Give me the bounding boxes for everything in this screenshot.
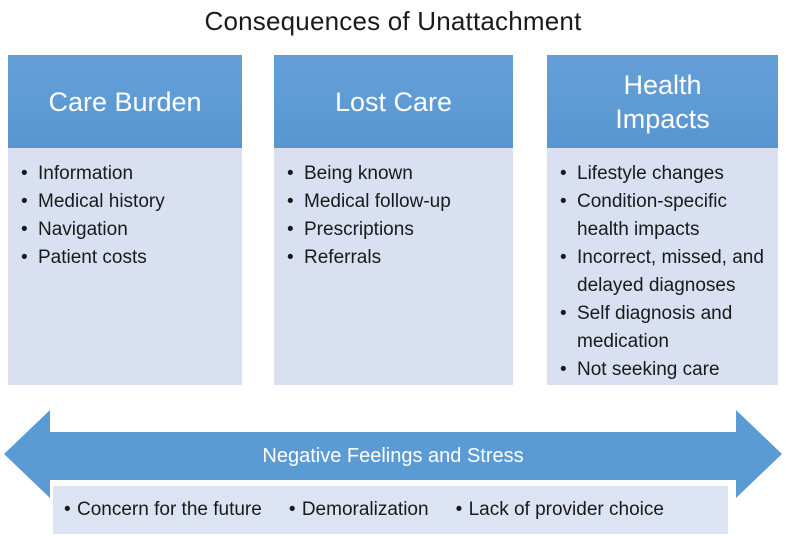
column-header-lost-care: Lost Care [274, 55, 513, 148]
list-item: Prescriptions [287, 216, 505, 244]
arrow-label: Negative Feelings and Stress [262, 444, 524, 467]
list-item: Information [21, 160, 234, 188]
footer-list-item: Concern for the future [64, 499, 262, 521]
list-item: Referrals [287, 244, 505, 272]
care-burden-list: InformationMedical historyNavigationPati… [21, 160, 234, 272]
list-item: Medical follow-up [287, 188, 505, 216]
list-item: Patient costs [21, 244, 234, 272]
page-title: Consequences of Unattachment [204, 6, 582, 36]
list-item: Self diagnosis and medication [560, 300, 770, 356]
column-body-health-impacts: Lifestyle changesCondition-specific heal… [547, 148, 778, 385]
column-header-health-impacts: Health Impacts [547, 55, 778, 148]
list-item: Medical history [21, 188, 234, 216]
column-body-care-burden: InformationMedical historyNavigationPati… [8, 148, 242, 385]
column-body-lost-care: Being knownMedical follow-upPrescription… [274, 148, 513, 385]
list-item: Condition-specific health impacts [560, 188, 770, 244]
footer-box: Concern for the future Demoralization Lack… [53, 486, 728, 534]
list-item: Incorrect, missed, and delayed diagnoses [560, 244, 770, 300]
double-arrow-icon [4, 410, 782, 498]
list-item: Being known [287, 160, 505, 188]
list-item: Navigation [21, 216, 234, 244]
column-header-care-burden: Care Burden [8, 55, 242, 148]
column-lost-care: Lost Care Being knownMedical follow-upPr… [274, 55, 513, 385]
lost-care-list: Being knownMedical follow-upPrescription… [287, 160, 505, 272]
list-item: Not seeking care [560, 356, 770, 384]
list-item: Lifestyle changes [560, 160, 770, 188]
footer-list-item: Lack of provider choice [456, 499, 664, 521]
column-care-burden: Care Burden InformationMedical historyNa… [8, 55, 242, 385]
column-health-impacts: Health Impacts Lifestyle changesConditio… [547, 55, 778, 385]
footer-list-item: Demoralization [289, 499, 429, 521]
health-impacts-list: Lifestyle changesCondition-specific heal… [560, 160, 770, 384]
